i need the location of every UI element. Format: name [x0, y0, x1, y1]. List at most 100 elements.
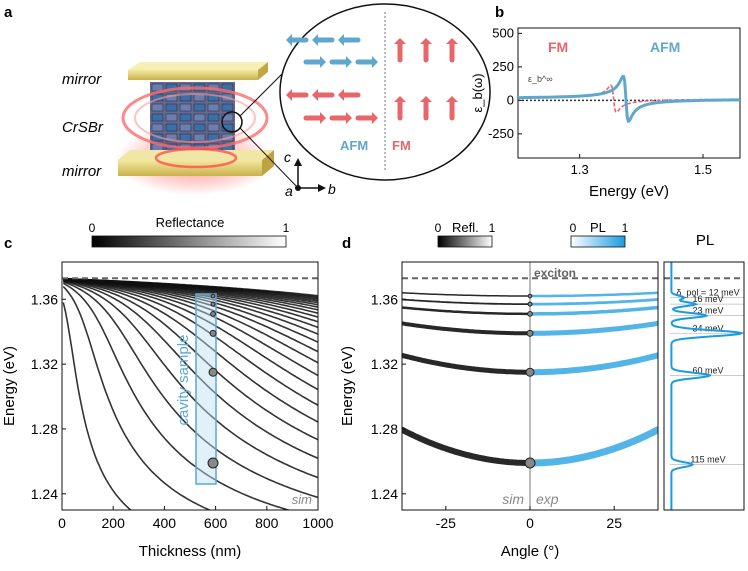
pl-peak-label: 34 meV — [692, 323, 723, 333]
panel-b-letter: b — [495, 4, 504, 21]
sim-mode — [402, 352, 530, 375]
colorbar-refl — [437, 235, 493, 248]
eps-inf-label: ε_b^∞ — [528, 74, 553, 84]
inset-afm-label: AFM — [340, 138, 368, 153]
afm-spin-head — [338, 34, 344, 46]
fm-spin — [394, 96, 406, 121]
afm-spin-head — [372, 56, 378, 68]
panel-d-letter: d — [342, 235, 351, 252]
panel-d-sim-modes — [402, 292, 530, 466]
mirror-top-label: mirror — [62, 71, 102, 88]
sample-mode-point — [210, 310, 216, 317]
panel-c-ytick-label: 1.36 — [31, 291, 58, 307]
mode-line — [63, 280, 318, 479]
pl-cb-max: 1 — [622, 221, 629, 235]
panel-b-ylabel: ε_b(ω) — [470, 73, 485, 112]
afm-spin — [338, 89, 361, 101]
exp-mode — [530, 305, 658, 316]
panel-b-ytick-label: -250 — [488, 126, 514, 141]
fm-spin — [446, 38, 458, 63]
sample-mode-point — [210, 301, 216, 307]
sim-mode — [402, 321, 530, 336]
pl-peak-label: 16 meV — [692, 294, 723, 304]
afm-spin-head — [338, 89, 344, 101]
panel-c-xtick-label: 400 — [153, 515, 177, 531]
pl-frame — [663, 261, 745, 511]
crystal-cell — [151, 103, 164, 112]
afm-spin-head — [320, 112, 326, 124]
panel-d-xtick-label: -25 — [436, 515, 456, 531]
panel-c-xtick-label: 600 — [204, 515, 228, 531]
panel-d-ytick-label: 1.32 — [371, 356, 398, 372]
panel-d-exp-tag: exp — [536, 491, 559, 507]
fm-spin-head — [446, 38, 458, 44]
afm-spin-head — [312, 89, 318, 101]
crystal-cell — [193, 113, 206, 122]
panel-c-ytick-label: 1.32 — [31, 356, 58, 372]
mode-line — [63, 277, 318, 297]
afm-spin — [312, 89, 335, 101]
fm-spin — [420, 38, 432, 63]
mode-line — [62, 302, 132, 510]
pl-spectrum — [670, 262, 744, 510]
crystal-cell — [151, 113, 164, 122]
panel-b-xtick-label: 1.5 — [694, 162, 712, 177]
sample-mode-point — [207, 457, 219, 469]
cavity-sample-box — [195, 293, 217, 485]
afm-spin — [286, 89, 309, 101]
crystal-cell — [151, 123, 164, 132]
fm-spin — [446, 96, 458, 121]
mode-point — [525, 367, 535, 377]
panel-b-frame — [517, 27, 741, 159]
panel-b-ytick-label: 500 — [492, 25, 514, 40]
panel-b-ytick-label: 0 — [507, 92, 514, 107]
crystal-cell — [207, 103, 220, 112]
panel-a-letter: a — [4, 4, 13, 21]
sample-mode-point — [210, 293, 216, 299]
afm-spin — [338, 34, 361, 46]
series-afm-curve — [518, 74, 740, 123]
exp-mode — [530, 426, 658, 467]
panel-c-xtick-label: 1000 — [302, 515, 333, 531]
sim-mode — [402, 306, 530, 316]
afm-spin — [286, 34, 309, 46]
afm-spin-head — [346, 56, 352, 68]
panel-c-ylabel: Energy (eV) — [1, 346, 18, 426]
panel-c-xtick-label: 0 — [58, 515, 66, 531]
inset-fm-label: FM — [392, 138, 411, 153]
sim-mode — [402, 292, 530, 297]
mode-line — [62, 282, 292, 510]
afm-spin-head — [312, 34, 318, 46]
mode-line — [63, 278, 318, 406]
crystal-cell — [193, 133, 206, 142]
mode-line — [63, 281, 318, 499]
crystal-cell — [165, 113, 178, 122]
panel-d-xtick-label: 0 — [526, 515, 534, 531]
panel-c-sim-tag: sim — [292, 492, 312, 507]
sample-mode-point — [209, 329, 217, 337]
colorbar-c — [91, 235, 287, 248]
crystal-axes: c a b — [284, 149, 336, 199]
mode-point — [527, 293, 533, 299]
refl-cb-title: Refl. — [452, 220, 479, 235]
refl-cb-max: 1 — [489, 221, 496, 235]
panel-d-ytick-label: 1.24 — [371, 486, 398, 502]
afm-spin-head — [372, 112, 378, 124]
pl-peak-label: 60 meV — [692, 365, 723, 375]
series-fm-curve — [518, 84, 740, 114]
afm-spin-head — [346, 112, 352, 124]
fm-spin-head — [420, 38, 432, 44]
afm-spin — [329, 112, 352, 124]
panel-c-frame — [61, 261, 319, 511]
series-label-afm: AFM — [650, 39, 680, 55]
fm-spin-head — [420, 96, 432, 102]
afm-spin — [355, 56, 378, 68]
colorbar-c-min: 0 — [89, 221, 96, 235]
axis-a-label: a — [285, 183, 293, 199]
afm-spin-head — [320, 56, 326, 68]
mode-point — [527, 310, 533, 317]
